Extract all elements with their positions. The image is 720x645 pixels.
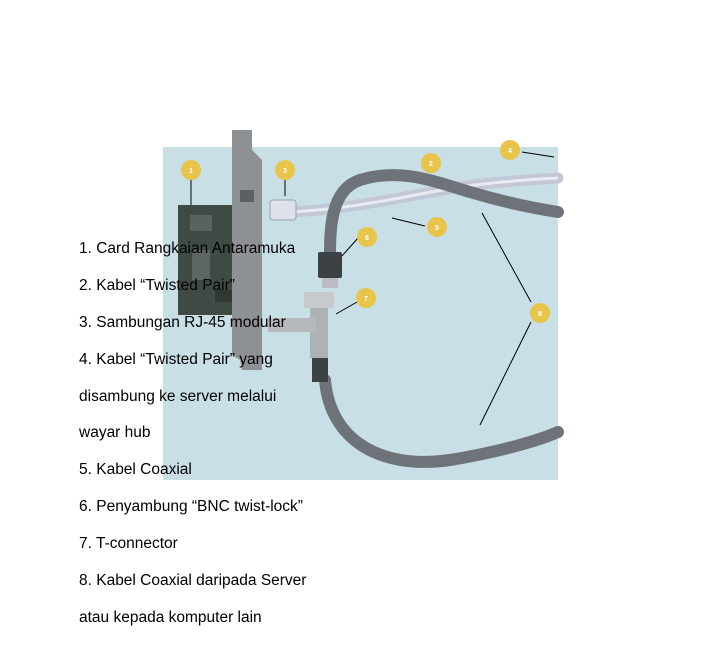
callout-4: 4	[500, 140, 520, 160]
coaxial-cable-lower	[319, 374, 564, 468]
network-card-illustration	[178, 130, 262, 370]
caption-line: wayar hub	[79, 424, 151, 442]
callout-7: 7	[356, 288, 376, 308]
callout-5: 5	[427, 217, 447, 237]
svg-text:6: 6	[365, 235, 369, 242]
caption-line: 1. Card Rangkaian Antaramuka	[79, 240, 296, 258]
network-diagram: 1 2 3 4 5 6 7 8	[163, 130, 564, 480]
caption-line: 5. Kabel Coaxial	[79, 461, 192, 479]
caption-line: 4. Kabel “Twisted Pair” yang	[79, 350, 273, 368]
caption-line: 7. T-connector	[79, 534, 178, 552]
bnc-connector	[318, 252, 342, 288]
svg-text:4: 4	[508, 148, 512, 155]
svg-text:2: 2	[429, 161, 433, 168]
svg-text:5: 5	[435, 225, 439, 232]
caption-line: 3. Sambungan RJ-45 modular	[79, 314, 286, 332]
svg-text:8: 8	[538, 311, 542, 318]
callout-3: 3	[275, 160, 295, 180]
t-connector	[268, 292, 334, 382]
rj45-connector	[269, 199, 297, 221]
callout-6: 6	[357, 227, 377, 247]
caption-line: disambung ke server melalui	[79, 387, 277, 405]
svg-text:3: 3	[283, 168, 287, 175]
svg-text:1: 1	[189, 168, 193, 175]
caption-line: 6. Penyambung “BNC twist-lock”	[79, 498, 303, 516]
svg-text:7: 7	[364, 296, 368, 303]
callout-1: 1	[181, 160, 201, 180]
caption-line: atau kepada komputer lain	[79, 608, 262, 626]
callout-8: 8	[530, 303, 550, 323]
caption-list: 1. Card Rangkaian Antaramuka 2. Kabel “T…	[79, 222, 379, 645]
coaxial-cable-upper	[324, 169, 564, 264]
caption-line: 8. Kabel Coaxial daripada Server	[79, 571, 307, 589]
callout-2: 2	[421, 153, 441, 173]
caption-line: 2. Kabel “Twisted Pair”	[79, 277, 235, 295]
